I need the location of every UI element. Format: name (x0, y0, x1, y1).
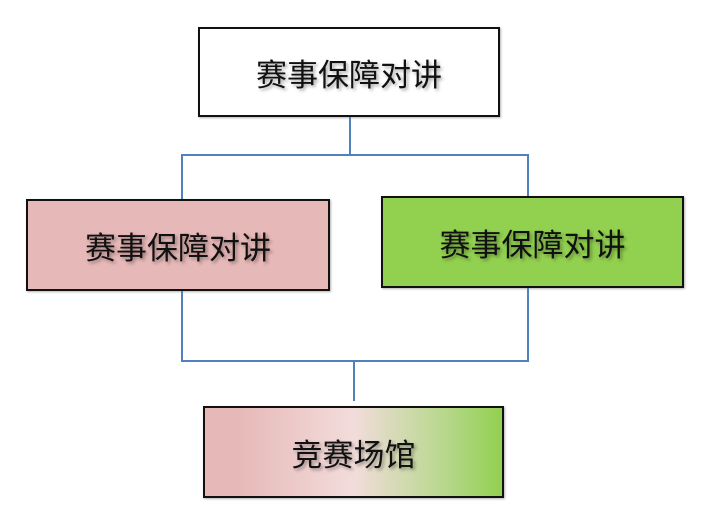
connector-bottom-horizontal (181, 360, 529, 362)
connector-top-vertical (349, 117, 351, 155)
connector-right-upper (527, 154, 529, 196)
connector-top-horizontal (181, 154, 529, 156)
right-node-label: 赛事保障对讲 (439, 227, 626, 264)
left-node-label: 赛事保障对讲 (85, 230, 271, 267)
top-node: 赛事保障对讲 (198, 27, 500, 117)
connector-bottom-vertical (353, 361, 355, 401)
right-node: 赛事保障对讲 (381, 196, 684, 288)
bottom-node-label: 竞赛场馆 (291, 437, 416, 474)
top-node-label: 赛事保障对讲 (256, 57, 442, 94)
connector-left-lower (181, 291, 183, 362)
connector-right-lower (527, 288, 529, 361)
bottom-node: 竞赛场馆 (203, 406, 504, 498)
left-node: 赛事保障对讲 (26, 199, 330, 291)
connector-left-upper (181, 154, 183, 199)
